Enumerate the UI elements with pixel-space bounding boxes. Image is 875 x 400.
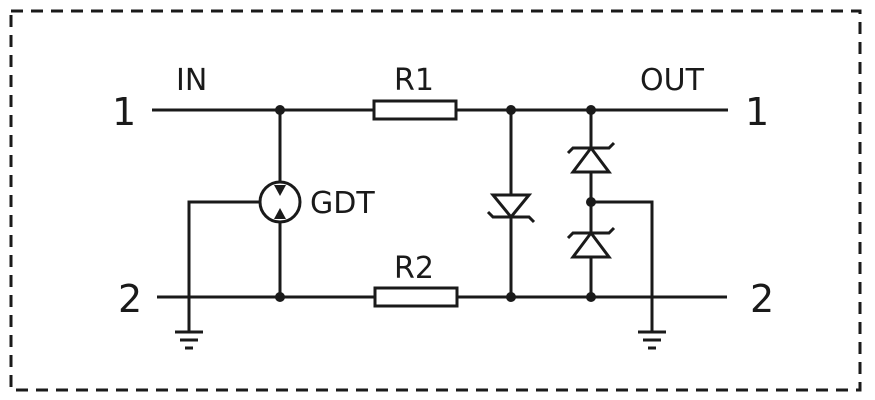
ground-symbol-left xyxy=(175,330,203,350)
junction-dot xyxy=(586,105,596,115)
resistor-r1 xyxy=(372,99,458,121)
tvs-diode-single xyxy=(486,110,536,297)
junction-dot xyxy=(506,105,516,115)
gas-discharge-tube xyxy=(187,110,302,332)
junction-dot xyxy=(586,197,596,207)
pin-2-output: 2 xyxy=(750,277,774,321)
junction-dot xyxy=(506,292,516,302)
pin-2-input: 2 xyxy=(118,277,142,321)
gdt-label: GDT xyxy=(310,186,375,221)
resistor-r2-label: R2 xyxy=(394,251,434,286)
junction-dot xyxy=(275,105,285,115)
pin-1-input: 1 xyxy=(112,90,136,134)
output-label: OUT xyxy=(640,63,705,98)
tvs-diode-bidirectional xyxy=(566,110,654,332)
resistor-r2 xyxy=(373,286,459,308)
pin-1-output: 1 xyxy=(745,90,769,134)
input-label: IN xyxy=(176,63,207,98)
junction-dots xyxy=(275,105,596,302)
module-boundary xyxy=(9,9,862,392)
junction-dot xyxy=(586,292,596,302)
resistor-r1-label: R1 xyxy=(394,63,434,98)
junction-dot xyxy=(275,292,285,302)
ground-symbol-right xyxy=(638,330,666,350)
